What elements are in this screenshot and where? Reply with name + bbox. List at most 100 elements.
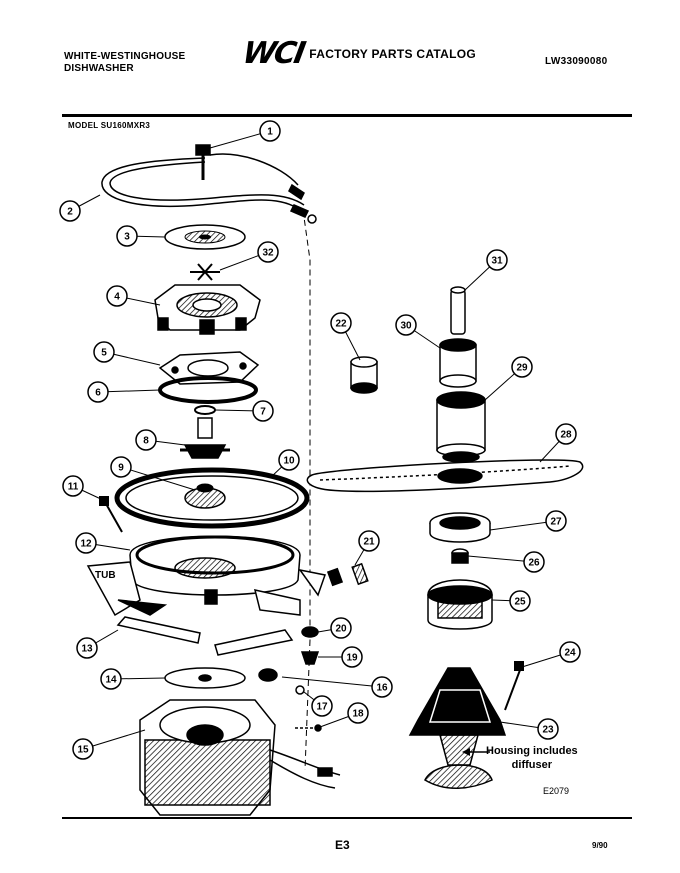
callout-bubble-9 (110, 456, 132, 478)
callout-number-17: 17 (316, 702, 328, 713)
callout-bubble-31 (486, 249, 508, 271)
housing-note-line2: diffuser (511, 759, 553, 771)
callout-number-20: 20 (335, 624, 347, 635)
callout-number-22: 22 (335, 319, 347, 330)
callout-bubble-22 (330, 312, 352, 334)
callout-number-13: 13 (81, 644, 93, 655)
callout-bubble-11 (62, 475, 84, 497)
part-motor (139, 699, 341, 816)
callout-number-23: 23 (542, 725, 554, 736)
part-coupling (439, 338, 477, 388)
callout-leader-15 (82, 729, 146, 750)
brand-line1: WHITE-WESTINGHOUSE (64, 51, 186, 62)
part-impeller (164, 224, 246, 250)
callout-number-16: 16 (376, 683, 388, 694)
callout-bubble-16 (371, 676, 393, 698)
callout-number-31: 31 (491, 256, 503, 267)
callout-bubble-30 (395, 314, 417, 336)
callout-bubble-14 (100, 668, 122, 690)
callout-number-6: 6 (95, 388, 101, 399)
callout-bubble-10 (278, 449, 300, 471)
part-plate (158, 351, 260, 385)
catalog-title: FACTORY PARTS CATALOG (309, 47, 477, 61)
brand-name: WHITE-WESTINGHOUSE DISHWASHER (64, 51, 185, 75)
callout-bubble-27 (545, 510, 567, 532)
housing-note-line1: Housing includes (486, 745, 578, 757)
callout-bubble-15 (72, 738, 94, 760)
callout-number-27: 27 (550, 517, 562, 528)
part-tub (86, 561, 326, 617)
part-clip (190, 263, 220, 281)
callout-number-5: 5 (101, 348, 107, 359)
callout-bubble-6 (87, 381, 109, 403)
callout-bubble-21 (358, 530, 380, 552)
brand-line2: DISHWASHER (64, 63, 134, 74)
callout-bubble-4 (106, 285, 128, 307)
callout-bubble-7 (252, 400, 274, 422)
callout-bubble-29 (511, 356, 533, 378)
callout-leader-27 (489, 520, 557, 531)
callout-number-9: 9 (118, 463, 124, 474)
callout-number-24: 24 (564, 648, 576, 659)
part-pulley (164, 667, 246, 689)
callout-bubble-3 (116, 225, 138, 247)
part-spray-arm (306, 459, 584, 493)
callout-number-2: 2 (67, 207, 73, 218)
callout-number-28: 28 (560, 430, 572, 441)
callout-number-25: 25 (514, 597, 526, 608)
model-label: MODEL SU160MXR3 (68, 121, 151, 130)
part-wire-harness (101, 144, 317, 224)
callout-number-12: 12 (80, 539, 92, 550)
part-housing (408, 667, 507, 789)
callout-number-30: 30 (400, 321, 412, 332)
part-chopper (180, 417, 230, 459)
part-small-hardware (258, 626, 322, 732)
part-ring (429, 512, 491, 543)
publish-date: 9/90 (592, 841, 608, 850)
part-screw-24 (504, 661, 524, 711)
callout-bubble-5 (93, 341, 115, 363)
callout-number-3: 3 (124, 232, 130, 243)
callout-number-19: 19 (346, 653, 358, 664)
footer-rule (62, 817, 632, 819)
callout-number-7: 7 (260, 407, 266, 418)
part-sump (129, 535, 301, 605)
callout-bubble-19 (341, 646, 363, 668)
callout-bubble-18 (347, 702, 369, 724)
part-bushing (350, 356, 378, 394)
callout-number-1: 1 (267, 127, 273, 138)
part-tower (436, 391, 486, 463)
page-number: E3 (335, 838, 350, 852)
callout-leader-26 (467, 555, 535, 563)
catalog-number: LW33090080 (545, 56, 608, 67)
callout-number-8: 8 (143, 436, 149, 447)
catalog-heading: WCI FACTORY PARTS CATALOG (240, 36, 477, 71)
callout-number-14: 14 (105, 675, 117, 686)
callout-leader-9 (120, 466, 196, 491)
callout-bubble-25 (509, 590, 531, 612)
part-fitting (451, 548, 469, 564)
callout-number-15: 15 (77, 745, 89, 756)
callout-number-11: 11 (68, 482, 79, 493)
callout-bubble-26 (523, 551, 545, 573)
part-seal (194, 405, 216, 415)
callout-number-32: 32 (262, 248, 274, 259)
callout-number-4: 4 (114, 292, 120, 303)
callout-number-29: 29 (516, 363, 528, 374)
callout-bubble-17 (311, 695, 333, 717)
callout-number-10: 10 (283, 456, 295, 467)
part-tube (450, 286, 466, 335)
callout-number-21: 21 (363, 537, 375, 548)
callout-number-26: 26 (528, 558, 540, 569)
part-filter-ring (114, 467, 310, 529)
header-rule (62, 114, 632, 117)
housing-note: Housing includes diffuser (486, 744, 578, 772)
part-diffuser-cap (427, 579, 493, 630)
part-pump-housing (154, 284, 261, 335)
part-mounting-screws (326, 562, 369, 587)
callout-bubble-12 (75, 532, 97, 554)
callout-bubble-23 (537, 718, 559, 740)
callout-bubble-24 (559, 641, 581, 663)
figure-code: E2079 (543, 786, 570, 796)
